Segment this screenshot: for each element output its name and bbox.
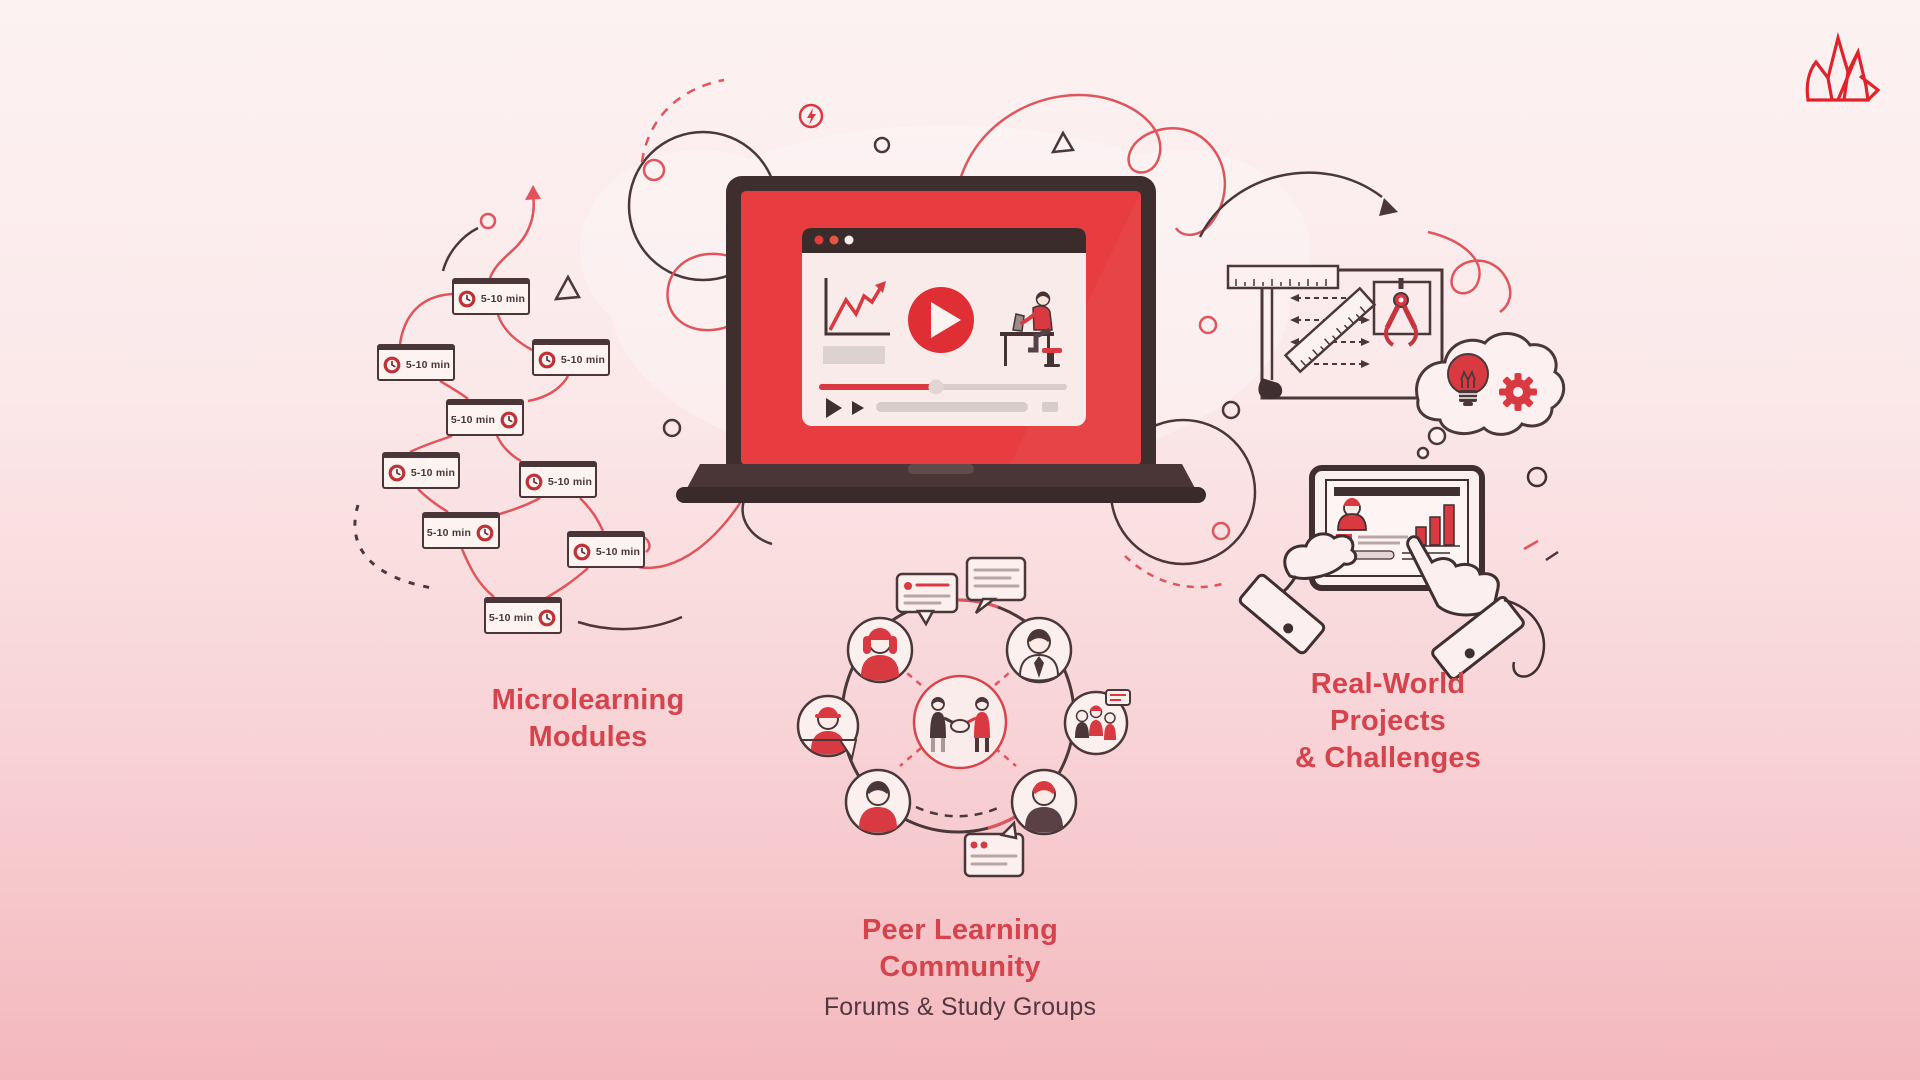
left-hand-icon [1238,532,1358,655]
blueprint-illustration [1226,264,1444,400]
right-hand-icon [1406,535,1525,680]
lightning-icon [798,103,824,129]
ruler-icon [1283,286,1377,374]
microlearning-module-card: 5-10 min [422,512,500,549]
title-line: & Challenges [1294,742,1482,774]
microlearning-module-card: 5-10 min [446,399,524,436]
title-line: Peer Learning [862,914,1058,946]
clock-icon [525,473,543,490]
title-line: Microlearning [491,684,685,716]
microlearning-module-card: 5-10 min [452,278,530,315]
peer-learning-diagram [796,556,1131,878]
module-duration: 5-10 min [595,545,641,558]
avatar-man-dark-hair [844,768,912,836]
module-duration: 5-10 min [480,292,526,305]
left-doodles [353,212,683,631]
person-at-desk-icon [1000,291,1062,367]
t-square-icon [1226,264,1340,385]
microlearning-module-card: 5-10 min [382,452,460,489]
title-line: Projects [1329,705,1447,737]
microlearning-module-card: 5-10 min [567,531,645,568]
clock-icon [383,356,401,373]
avatar-group [1063,689,1131,756]
module-duration: 5-10 min [405,358,451,371]
microlearning-module-card: 5-10 min [377,344,455,381]
module-duration: 5-10 min [547,475,593,488]
microlearning-title: Microlearning Modules [408,682,768,756]
compass-frame [1372,280,1432,336]
handshake-icon [912,674,1008,770]
hand-swirl [1503,598,1546,678]
avatar-man-cap [796,694,860,761]
line-chart-icon [824,278,890,336]
clock-icon [538,351,556,368]
title-line: Community [879,951,1041,983]
drafting-compass-icon [1383,278,1419,347]
flame-crystal-icon [1805,31,1881,102]
microlearning-module-card: 5-10 min [532,339,610,376]
clock-icon [500,411,518,428]
clock-icon [458,290,476,307]
clock-icon [476,524,494,541]
avatar-man-red-hair [1010,768,1078,836]
clock-icon [388,464,406,481]
clock-icon [538,609,556,626]
browser-window-icon [802,228,1086,426]
microlearning-module-card: 5-10 min [484,597,562,634]
tablet-profile-avatar [1337,498,1367,531]
real-world-title: Real-World Projects & Challenges [1258,666,1518,777]
microlearning-module-card: 5-10 min [519,461,597,498]
lightbulb-icon [1447,353,1489,406]
play-button-icon [908,287,974,353]
avatar-woman-red-hair [846,616,914,684]
module-duration: 5-10 min [426,526,472,539]
module-duration: 5-10 min [450,413,496,426]
thought-cloud-icon [1415,332,1566,460]
peer-learning-title: Peer Learning Community Forums & Study G… [766,912,1154,1022]
laptop-icon [676,176,1206,503]
clock-icon [573,543,591,560]
module-duration: 5-10 min [560,353,606,366]
paper-curl [1258,378,1283,400]
tablet-illustration [1238,465,1548,680]
title-line: Real-World [1310,668,1466,700]
up-arrow-head [525,185,541,200]
module-duration: 5-10 min [488,611,534,624]
gear-icon [1499,373,1537,411]
title-line: Modules [528,721,648,753]
module-duration: 5-10 min [410,466,456,479]
peer-learning-subtitle: Forums & Study Groups [823,993,1097,1021]
avatar-man-tie [1005,616,1073,684]
